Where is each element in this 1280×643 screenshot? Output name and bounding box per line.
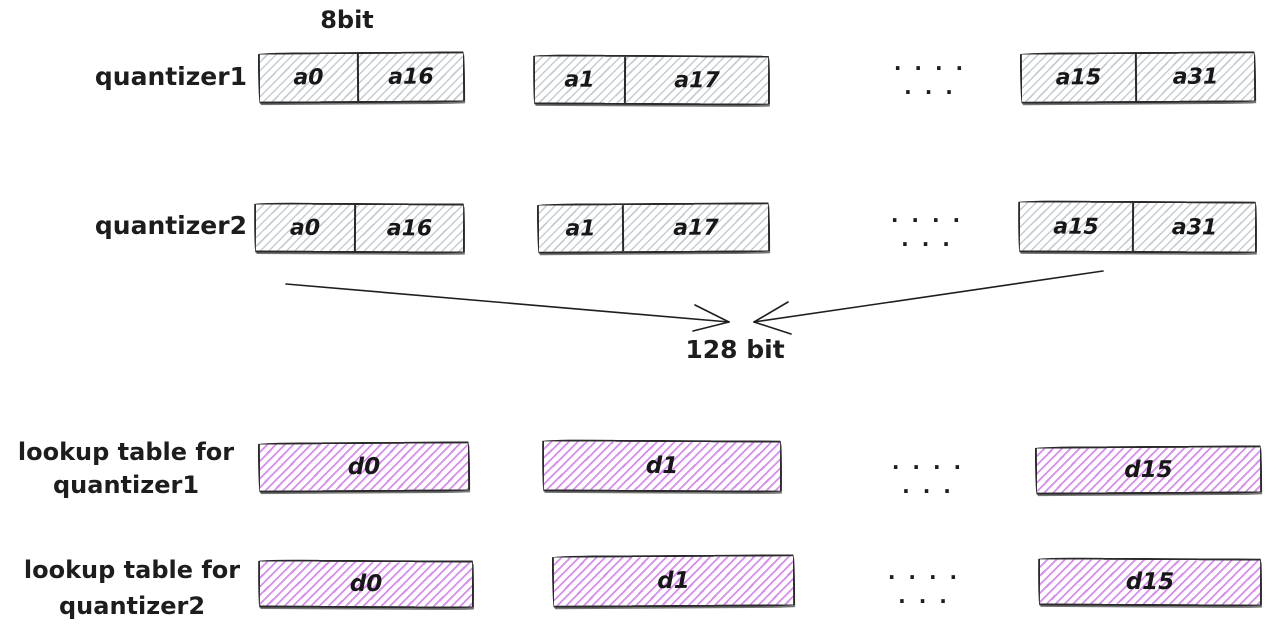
lookup1-box-2: d15: [1034, 445, 1263, 495]
lookup2-label-line1: lookup table for: [23, 556, 241, 584]
lookup-cell: d0: [347, 453, 381, 481]
ellipsis-lookup2: · · · · · · ·: [887, 565, 961, 613]
quantizer1-box-0: a0 a16: [257, 51, 466, 104]
lookup1-label-line1: lookup table for: [17, 438, 235, 466]
lookup-cell: d1: [657, 567, 690, 595]
bit-width-label-128bit: 128 bit: [685, 335, 785, 364]
quantizer2-box-2: a15 a31: [1017, 200, 1258, 254]
ellipsis-quantizer1: · · · · · · ·: [893, 56, 967, 104]
quantizer2-label: quantizer2: [94, 211, 247, 240]
lookup-cell: d15: [1124, 456, 1173, 484]
byte-cell: a16: [353, 204, 464, 252]
byte-cell: a1: [565, 215, 596, 242]
byte-cell: a17: [623, 56, 769, 104]
quantizer2-box-0: a0 a16: [253, 202, 466, 254]
lookup2-box-1: d1: [551, 554, 796, 608]
byte-cell: a31: [1134, 53, 1255, 102]
byte-cell: a15: [1055, 65, 1102, 91]
quantizer1-box-2: a15 a31: [1019, 51, 1257, 104]
ellipsis-lookup1: · · · · · · ·: [891, 455, 965, 503]
lookup1-box-1: d1: [541, 439, 783, 493]
lookup2-box-0: d0: [257, 559, 475, 609]
byte-cell: a31: [1131, 202, 1256, 252]
lookup-cell: d15: [1125, 568, 1175, 596]
quantizer2-box-1: a1 a17: [536, 202, 771, 254]
byte-cell: a16: [356, 53, 464, 102]
lookup1-label-line2: quantizer1: [52, 471, 200, 499]
ellipsis-quantizer2: · · · · · · ·: [890, 208, 964, 256]
lookup-cell: d0: [349, 570, 383, 598]
merge-arrow-right: [753, 270, 1104, 335]
byte-cell: a0: [293, 65, 324, 91]
quantizer1-label: quantizer1: [94, 62, 247, 91]
byte-cell: a0: [289, 215, 321, 241]
byte-cell: a15: [1053, 214, 1099, 240]
byte-cell: a17: [621, 204, 769, 252]
lookup1-box-0: d0: [257, 441, 471, 493]
merge-arrow-left: [285, 283, 730, 332]
lookup-cell: d1: [645, 452, 679, 480]
lookup2-label-line2: quantizer2: [58, 592, 206, 620]
quantizer1-box-1: a1 a17: [532, 54, 771, 106]
lookup2-box-2: d15: [1037, 557, 1263, 607]
byte-cell: a1: [564, 67, 595, 93]
bit-width-label-8bit: 8bit: [320, 6, 374, 34]
